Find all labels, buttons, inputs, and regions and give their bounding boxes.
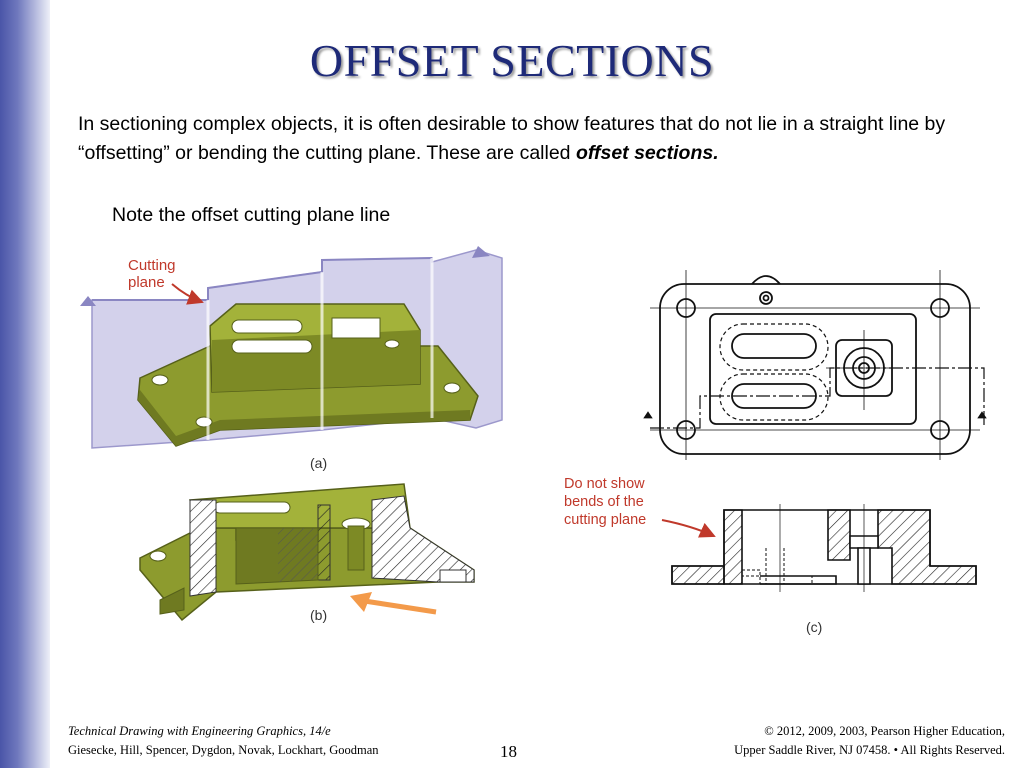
intro-paragraph: In sectioning complex objects, it is oft… bbox=[78, 110, 998, 168]
orthographic-section-view bbox=[671, 504, 977, 592]
footer-address: Upper Saddle River, NJ 07458. • All Righ… bbox=[734, 743, 1005, 757]
cutting-plane-label-line1: Cutting bbox=[128, 257, 176, 274]
footer-left: Technical Drawing with Engineering Graph… bbox=[68, 722, 379, 760]
intro-emphasis: offset sections. bbox=[575, 142, 719, 164]
footer-authors: Giesecke, Hill, Spencer, Dygdon, Novak, … bbox=[68, 743, 379, 757]
caption-c: (c) bbox=[806, 619, 822, 635]
caption-b: (b) bbox=[310, 607, 327, 623]
callout-line2: bends of the bbox=[564, 494, 644, 510]
figure-note: Note the offset cutting plane line bbox=[112, 204, 391, 226]
callout-line1: Do not show bbox=[564, 476, 645, 492]
pictorial-view-b: (b) bbox=[139, 483, 475, 623]
cutting-plane-label-line2: plane bbox=[128, 274, 165, 291]
pictorial-view-a: Cutting plane (a) bbox=[80, 246, 503, 471]
page-number: 18 bbox=[500, 742, 517, 761]
footer-copyright: © 2012, 2009, 2003, Pearson Higher Educa… bbox=[764, 724, 1005, 738]
callout: Do not show bends of the cutting plane bbox=[564, 476, 716, 538]
footer-right: © 2012, 2009, 2003, Pearson Higher Educa… bbox=[734, 722, 1005, 760]
slide-side-bar bbox=[0, 0, 50, 768]
slide-title: OFFSET SECTIONS bbox=[309, 35, 715, 86]
footer-book-title: Technical Drawing with Engineering Graph… bbox=[68, 724, 331, 738]
callout-line3: cutting plane bbox=[564, 512, 646, 528]
orthographic-top-view bbox=[643, 270, 987, 460]
intro-text: In sectioning complex objects, it is oft… bbox=[78, 113, 946, 164]
caption-a: (a) bbox=[310, 455, 327, 471]
